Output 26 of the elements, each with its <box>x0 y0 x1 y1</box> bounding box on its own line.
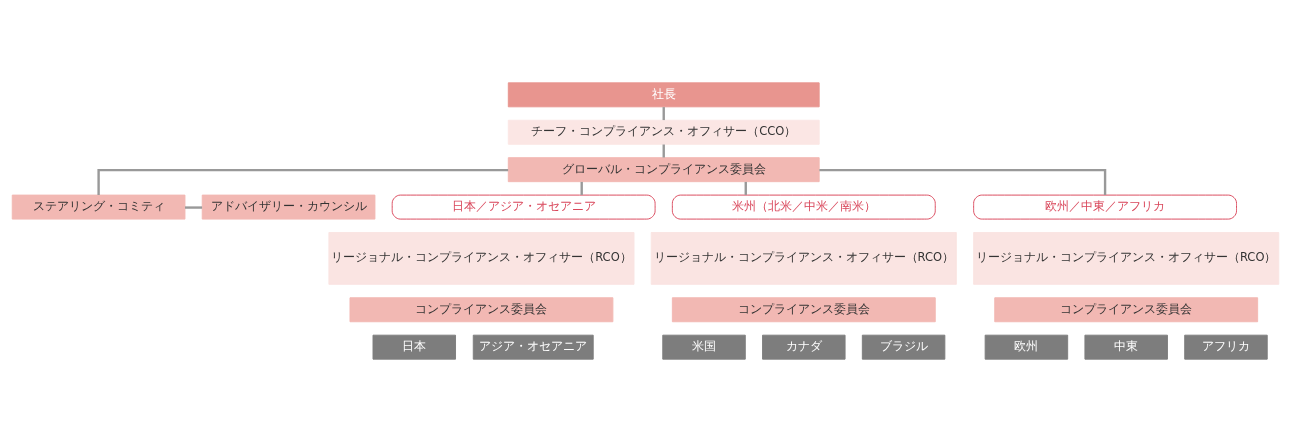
node-box: ブラジル <box>861 334 946 360</box>
node-box: カナダ <box>762 334 846 360</box>
node-box: 欧州 <box>984 334 1069 360</box>
node-box: 米国 <box>662 334 746 360</box>
node-box: コンプライアンス委員会 <box>994 296 1259 322</box>
node-box: アドバイザリー・カウンシル <box>201 194 376 220</box>
node-box: 日本 <box>372 334 456 360</box>
node-box: アフリカ <box>1184 334 1268 360</box>
connector <box>185 205 203 209</box>
node-box: チーフ・コンプライアンス・オフィサー（CCO） <box>507 119 820 145</box>
node-box: ステアリング・コミティ <box>11 194 186 220</box>
node-box: リージョナル・コンプライアンス・オフィサー（RCO） <box>650 231 957 285</box>
connector <box>819 168 1107 195</box>
node-box: 欧州／中東／アフリカ <box>973 194 1237 220</box>
node-box: 日本／アジア・オセアニア <box>391 194 656 220</box>
node-box: リージョナル・コンプライアンス・オフィサー（RCO） <box>973 231 1280 285</box>
node-box: コンプライアンス委員会 <box>349 296 614 322</box>
node-box: 米州（北米／中米／南米） <box>671 194 936 220</box>
connector <box>97 168 509 195</box>
connector <box>580 181 583 195</box>
node-box: コンプライアンス委員会 <box>671 296 936 322</box>
node-box: グローバル・コンプライアンス委員会 <box>507 156 820 182</box>
node-box: 社長 <box>507 81 820 107</box>
node-box: 中東 <box>1084 334 1168 360</box>
node-box: アジア・オセアニア <box>472 334 594 360</box>
node-box: リージョナル・コンプライアンス・オフィサー（RCO） <box>328 231 635 285</box>
